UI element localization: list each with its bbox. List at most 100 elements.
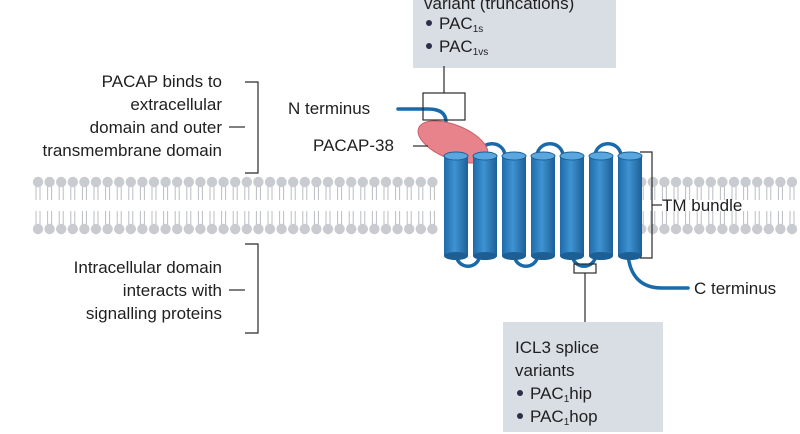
helix-bottom bbox=[531, 252, 555, 260]
transmembrane-helices bbox=[443, 151, 643, 260]
lipid-head bbox=[717, 176, 728, 188]
lipid-head bbox=[404, 176, 415, 188]
top-box-item: PAC1s bbox=[424, 12, 483, 41]
intracellular-label-line: Intracellular domain bbox=[73, 258, 222, 277]
bottom-variant-box: ICL3 splice variants PAC1hip PAC1hop bbox=[503, 322, 663, 432]
lipid-bilayer bbox=[32, 176, 798, 235]
lipid-head bbox=[682, 176, 693, 188]
lipid-head bbox=[276, 176, 287, 188]
intracellular-label-line: interacts with bbox=[122, 281, 222, 300]
lipid-head bbox=[137, 176, 148, 188]
lipid-head bbox=[299, 223, 310, 235]
helix-top bbox=[443, 151, 469, 161]
lipid-head bbox=[694, 223, 705, 235]
top-box-item: PAC1vs bbox=[424, 35, 488, 64]
receptor-diagram: variant (truncations) PAC1s PAC1vs ICL3 … bbox=[32, 0, 798, 432]
pacap38-label: PACAP-38 bbox=[313, 136, 394, 155]
lipid-head bbox=[90, 223, 102, 235]
lipid-head bbox=[44, 176, 55, 188]
c-terminus-label: C terminus bbox=[694, 279, 777, 298]
extracellular-loop bbox=[593, 142, 623, 157]
lipid-head bbox=[125, 176, 136, 188]
lipid-head bbox=[369, 176, 380, 188]
lipid-head bbox=[148, 223, 160, 235]
lipid-head bbox=[56, 223, 67, 235]
helix-top bbox=[588, 151, 614, 161]
lipid-head bbox=[172, 223, 183, 235]
extracellular-label-line: domain and outer bbox=[89, 118, 222, 137]
lipid-head bbox=[647, 223, 658, 235]
lipid-head bbox=[404, 223, 415, 235]
lipid-head bbox=[392, 176, 403, 188]
lipid-head bbox=[647, 176, 658, 188]
lipid-head bbox=[334, 223, 345, 235]
lipid-head bbox=[357, 176, 368, 188]
lipid-head bbox=[659, 176, 670, 188]
lipid-head bbox=[357, 223, 368, 235]
lipid-head bbox=[670, 176, 682, 188]
lipid-head bbox=[705, 176, 716, 188]
lipid-head bbox=[752, 223, 763, 235]
bottom-box-title-line: ICL3 splice bbox=[515, 338, 600, 357]
lipid-head bbox=[670, 223, 682, 235]
lipid-head bbox=[253, 176, 264, 188]
lipid-head bbox=[775, 223, 786, 235]
extracellular-bracket bbox=[245, 81, 259, 174]
helix-top bbox=[617, 151, 643, 161]
lipid-head bbox=[427, 223, 438, 235]
lipid-head bbox=[32, 223, 44, 235]
lipid-head bbox=[67, 176, 79, 188]
lipid-head bbox=[740, 223, 751, 235]
lipid-head bbox=[79, 223, 90, 235]
lipid-head bbox=[740, 176, 751, 188]
helix-bottom bbox=[618, 252, 642, 260]
lipid-head bbox=[160, 223, 171, 235]
lipid-head bbox=[752, 176, 763, 188]
lipid-head bbox=[148, 176, 160, 188]
callout-lines bbox=[229, 66, 662, 334]
helix-body bbox=[531, 156, 555, 256]
lipid-head bbox=[79, 176, 90, 188]
lipid-head bbox=[763, 176, 774, 188]
bottom-box-title-line: variants bbox=[515, 361, 575, 380]
lipid-head bbox=[380, 223, 392, 235]
lipid-head bbox=[102, 176, 113, 188]
bullet-icon bbox=[517, 413, 523, 420]
lipid-head bbox=[415, 176, 426, 188]
lipid-head bbox=[218, 176, 229, 188]
lipid-head bbox=[694, 176, 705, 188]
helix-body bbox=[502, 156, 526, 256]
lipid-head bbox=[160, 176, 171, 188]
lipid-head bbox=[195, 176, 206, 188]
lipid-head bbox=[659, 223, 670, 235]
helix-top bbox=[559, 151, 585, 161]
bullet-icon bbox=[517, 390, 523, 397]
helix-bottom bbox=[444, 252, 468, 260]
lipid-head bbox=[322, 223, 334, 235]
lipid-head bbox=[32, 176, 44, 188]
lipid-head bbox=[415, 223, 426, 235]
lipid-head bbox=[392, 223, 403, 235]
lipid-head bbox=[183, 223, 194, 235]
lipid-head bbox=[334, 176, 345, 188]
lipid-head bbox=[288, 176, 299, 188]
lipid-head bbox=[346, 223, 357, 235]
helix-body bbox=[589, 156, 613, 256]
lipid-head bbox=[114, 176, 125, 188]
lipid-head bbox=[218, 223, 229, 235]
intracellular-label-line: signalling proteins bbox=[85, 304, 222, 323]
lipid-head bbox=[276, 223, 287, 235]
diagram-svg bbox=[32, 66, 798, 334]
lipid-head bbox=[728, 176, 740, 188]
top-box-title: variant (truncations) bbox=[424, 0, 575, 13]
lipid-head bbox=[288, 223, 299, 235]
lipid-head bbox=[264, 176, 276, 188]
lipid-head bbox=[786, 176, 798, 188]
helix-bottom bbox=[560, 252, 584, 260]
extracellular-label-line: PACAP binds to bbox=[101, 72, 222, 91]
n-terminus-label: N terminus bbox=[288, 99, 371, 118]
helix-body bbox=[618, 156, 642, 256]
helix-top bbox=[530, 151, 556, 161]
lipid-head bbox=[775, 176, 786, 188]
helix-body bbox=[560, 156, 584, 256]
